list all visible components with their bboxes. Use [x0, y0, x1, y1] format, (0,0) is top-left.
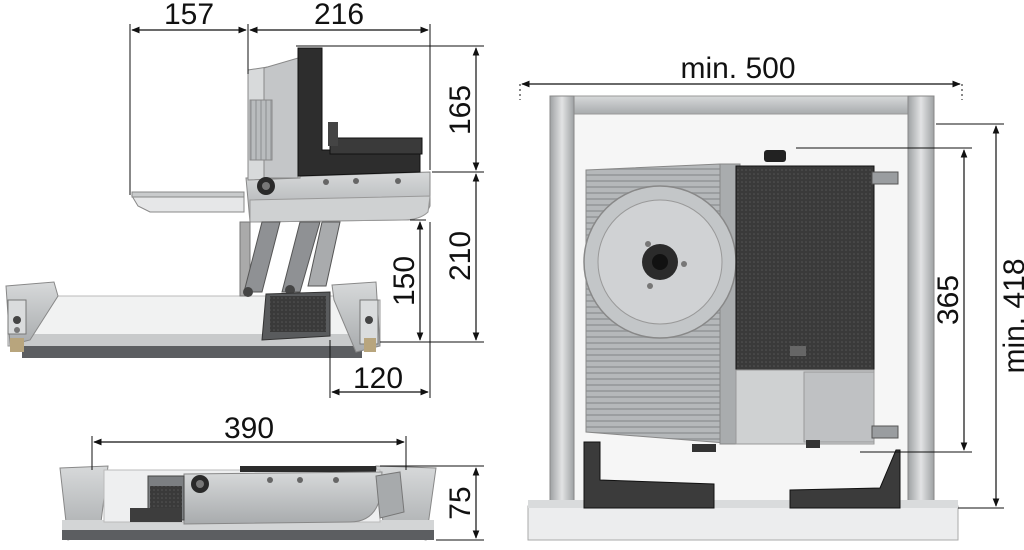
side-view-dimensions: 157 216 165 210 150 120 [129, 0, 484, 398]
front-view: min. 500 365 min. 418 [519, 52, 1024, 541]
dim-75-label: 75 [444, 486, 477, 519]
front-view-dimensions: min. 500 365 min. 418 [519, 52, 1024, 509]
dim-500-label: min. 500 [680, 52, 795, 85]
dim-216-label: 216 [314, 0, 364, 31]
folded-view: 390 75 [59, 412, 484, 541]
dim-390-label: 390 [224, 412, 274, 445]
knob-icon [764, 150, 786, 162]
dim-120-label: 120 [353, 362, 403, 395]
slicer-side [131, 47, 431, 223]
dim-365-label: 365 [932, 275, 965, 325]
side-view: 157 216 165 210 150 120 [5, 0, 484, 398]
lift-mechanism [239, 221, 341, 341]
carriage-panel [735, 165, 875, 371]
dim-150-label: 150 [388, 256, 421, 306]
slicer-front [583, 150, 899, 452]
dim-210-label: 210 [444, 231, 477, 281]
dim-165-label: 165 [444, 85, 477, 135]
dim-418-label: min. 418 [998, 258, 1024, 373]
dim-157-label: 157 [164, 0, 214, 31]
